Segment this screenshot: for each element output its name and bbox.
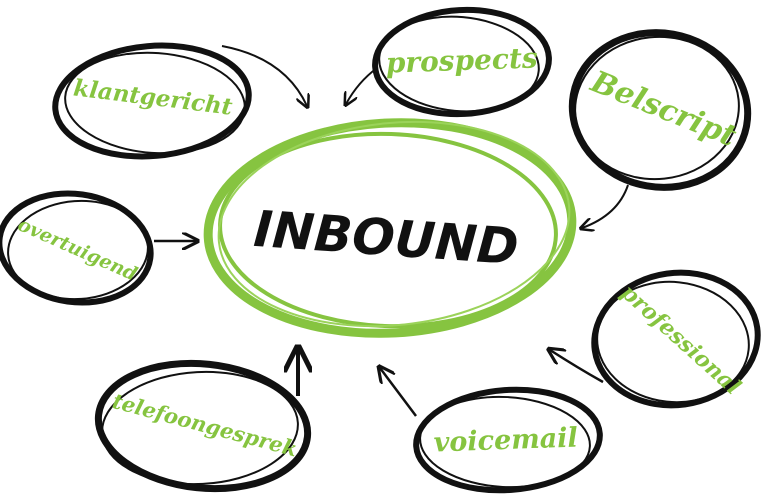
node-professional-ring bbox=[591, 269, 761, 409]
node-overtuigend-ring bbox=[0, 190, 154, 306]
arrow-prospects-to-center bbox=[346, 67, 378, 104]
center-node: INBOUND bbox=[203, 118, 577, 338]
node-overtuigend-ring-2 bbox=[7, 199, 149, 301]
node-professional-label: professional bbox=[616, 279, 746, 400]
arrow-klantgericht-to-center bbox=[221, 45, 307, 106]
arrow-professional-to-center bbox=[550, 350, 604, 384]
center-label: INBOUND bbox=[252, 200, 520, 276]
node-telefoongesprek-ring-2 bbox=[101, 370, 299, 486]
node-belscript-ring-2 bbox=[574, 35, 740, 181]
node-telefoongesprek: telefoongesprek bbox=[94, 359, 312, 493]
node-telefoongesprek-label: telefoongesprek bbox=[110, 388, 300, 461]
node-belscript-ring bbox=[568, 29, 752, 191]
node-prospects: prospects bbox=[372, 6, 552, 118]
node-voicemail-label: voicemail bbox=[433, 422, 578, 458]
node-voicemail: voicemail bbox=[413, 386, 603, 494]
center-ring-thin bbox=[217, 120, 571, 328]
node-prospects-ring-2 bbox=[378, 15, 540, 113]
node-voicemail-ring bbox=[413, 386, 603, 494]
node-belscript-label: Belscript bbox=[585, 64, 741, 154]
node-overtuigend: overtuigend bbox=[0, 190, 154, 306]
node-klantgericht: klantgericht bbox=[52, 42, 252, 160]
node-klantgericht-ring-2 bbox=[64, 51, 246, 155]
node-telefoongesprek-ring bbox=[94, 359, 312, 493]
node-belscript: Belscript bbox=[568, 29, 752, 191]
arrow-voicemail-to-center bbox=[380, 368, 417, 417]
node-prospects-ring bbox=[372, 6, 552, 118]
arrow-belscript-to-center bbox=[582, 184, 629, 228]
node-klantgericht-ring bbox=[52, 42, 252, 160]
node-professional: professional bbox=[591, 269, 761, 409]
node-overtuigend-label: overtuigend bbox=[14, 213, 140, 285]
node-klantgericht-label: klantgericht bbox=[72, 74, 234, 120]
node-prospects-label: prospects bbox=[385, 41, 538, 79]
node-voicemail-ring-2 bbox=[419, 395, 591, 489]
node-professional-ring-2 bbox=[596, 280, 750, 404]
